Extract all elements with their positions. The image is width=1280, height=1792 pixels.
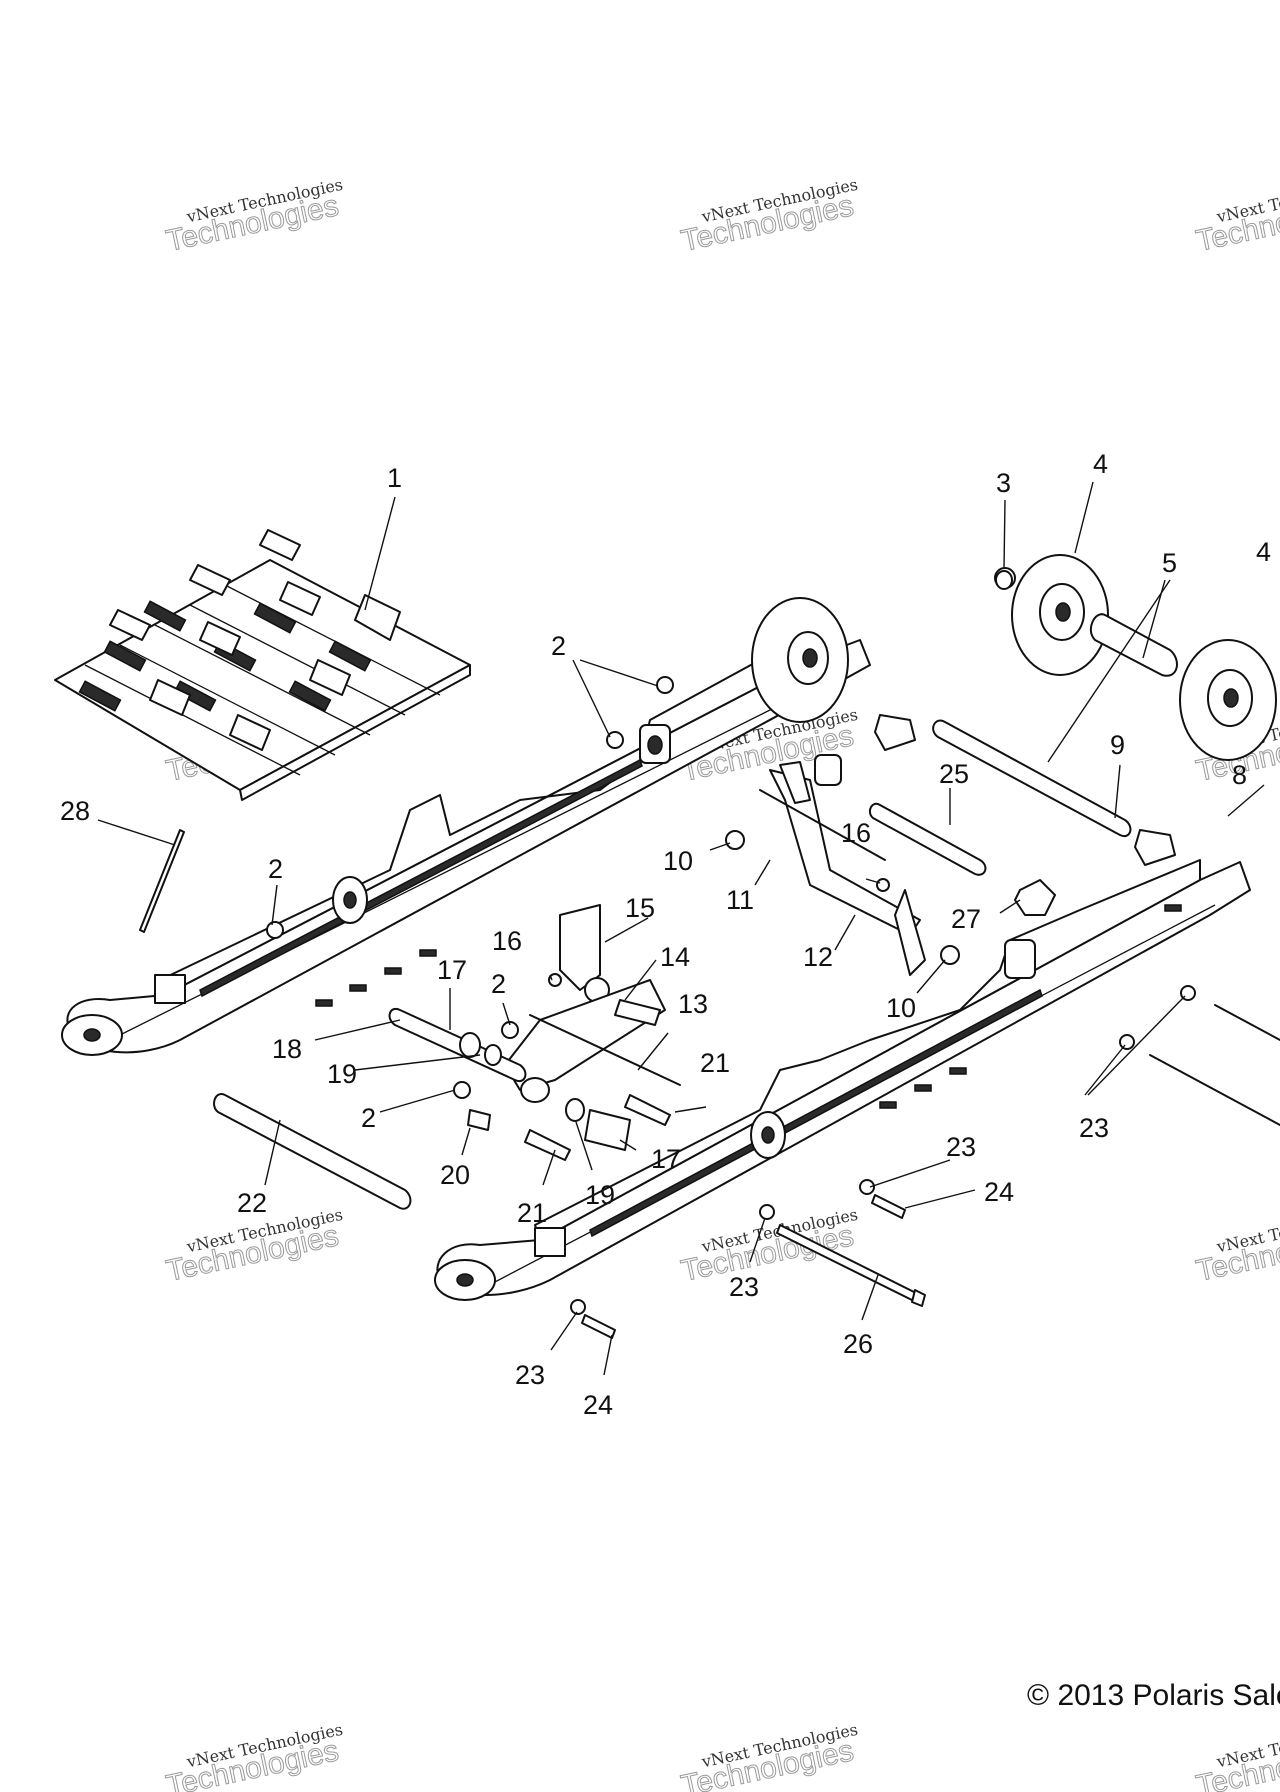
callout-15: 15 (625, 893, 655, 923)
callout-16: 16 (841, 818, 871, 848)
callout-16: 16 (492, 926, 522, 956)
callout-9: 9 (1110, 730, 1125, 760)
center-suspension-part (266, 676, 1056, 1161)
callout-19: 19 (585, 1180, 615, 1210)
copyright-notice: © 2013 Polaris Sale (1027, 1679, 1280, 1712)
callout-3: 3 (996, 468, 1011, 498)
callout-20: 20 (440, 1160, 470, 1190)
left-slide-rail-part (61, 597, 871, 1056)
callout-12: 12 (803, 942, 833, 972)
watermark: Technologies vNext Technologies (1193, 1720, 1280, 1792)
loose-hardware-part (139, 570, 1280, 1339)
track-section-part (54, 529, 471, 801)
callout-labels: 1 2 2 2 2 3 4 4 5 8 9 10 10 11 12 13 14 … (60, 449, 1271, 1420)
watermark: Technologies vNext Technologies (163, 175, 345, 259)
callout-19: 19 (327, 1059, 357, 1089)
callout-5: 5 (1162, 548, 1177, 578)
callout-8: 8 (1232, 760, 1247, 790)
callout-21: 21 (700, 1048, 730, 1078)
watermark: Technologies vNext Technologies (1193, 1205, 1280, 1289)
callout-13: 13 (678, 989, 708, 1019)
watermark: Technologies vNext Technologies (678, 175, 860, 259)
callout-1: 1 (387, 463, 402, 493)
callout-2: 2 (491, 969, 506, 999)
callout-2: 2 (361, 1103, 376, 1133)
idler-wheels-part (874, 554, 1277, 866)
callout-4: 4 (1256, 537, 1271, 567)
watermark: Technologies vNext Technologies (1193, 175, 1280, 259)
callout-10: 10 (886, 993, 916, 1023)
callout-23: 23 (515, 1360, 545, 1390)
callout-26: 26 (843, 1329, 873, 1359)
callout-14: 14 (660, 942, 690, 972)
callout-17: 17 (651, 1144, 681, 1174)
callout-27: 27 (951, 904, 981, 934)
leader-lines (97, 481, 1265, 1376)
callout-18: 18 (272, 1034, 302, 1064)
right-slide-rail-part (434, 859, 1251, 1301)
callout-23: 23 (946, 1132, 976, 1162)
watermark: Technologies vNext Technologies (678, 1720, 860, 1792)
callout-17: 17 (437, 955, 467, 985)
callout-2: 2 (268, 854, 283, 884)
watermark: Technologies vNext Technologies (163, 1720, 345, 1792)
callout-4: 4 (1093, 449, 1108, 479)
callout-10: 10 (663, 846, 693, 876)
callout-28: 28 (60, 796, 90, 826)
callout-23: 23 (729, 1272, 759, 1302)
watermark-group: Technologies vNext Technologies Technolo… (163, 175, 1280, 1792)
callout-22: 22 (237, 1188, 267, 1218)
callout-21: 21 (517, 1198, 547, 1228)
callout-23: 23 (1079, 1113, 1109, 1143)
callout-2: 2 (551, 631, 566, 661)
callout-25: 25 (939, 759, 969, 789)
callout-24: 24 (984, 1177, 1014, 1207)
callout-11: 11 (726, 885, 754, 915)
callout-24: 24 (583, 1390, 613, 1420)
